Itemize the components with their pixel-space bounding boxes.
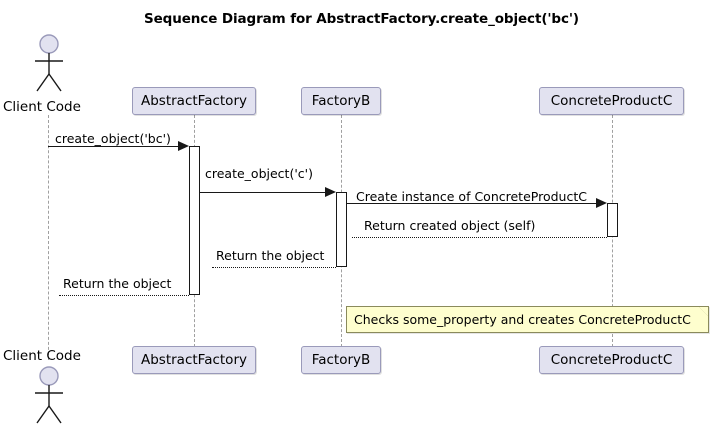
message-label-4: Return created object (self) [364, 218, 536, 233]
message-line-1 [48, 146, 178, 147]
participant-label-factoryb-bottom: FactoryB [311, 352, 371, 368]
participant-box-factoryb-bottom[interactable]: FactoryB [301, 346, 381, 374]
actor-label-client-bottom: Client Code [3, 348, 81, 364]
actor-icon [35, 366, 63, 424]
note-box-factoryb: Checks some_property and creates Concret… [346, 306, 709, 333]
participant-box-abstractfactory-top[interactable]: AbstractFactory [132, 87, 256, 115]
participant-label-concreteproductc-top: ConcreteProductC [550, 93, 673, 109]
participant-label-abstractfactory-top: AbstractFactory [141, 93, 247, 109]
participant-label-abstractfactory-bottom: AbstractFactory [141, 352, 247, 368]
actor-figure-client-bottom [28, 366, 70, 424]
actor-icon [35, 34, 63, 92]
message-arrowhead-1 [178, 141, 189, 151]
participant-label-concreteproductc-bottom: ConcreteProductC [550, 352, 673, 368]
participant-box-concreteproductc-top[interactable]: ConcreteProductC [539, 87, 684, 115]
message-line-4 [352, 237, 607, 238]
message-arrowhead-3 [596, 198, 607, 208]
message-line-2 [200, 192, 325, 193]
message-label-5: Return the object [216, 248, 325, 263]
actor-figure-client-top [28, 34, 70, 92]
message-label-3: Create instance of ConcreteProductC [356, 189, 587, 204]
message-label-2: create_object('c') [205, 166, 313, 181]
actor-label-client-top: Client Code [3, 99, 81, 115]
participant-label-factoryb-top: FactoryB [311, 93, 371, 109]
message-label-6: Return the object [63, 276, 172, 291]
activation-bar-abstractfactory [189, 146, 200, 295]
lifeline-client [48, 115, 49, 360]
message-line-5 [212, 267, 336, 268]
diagram-title: Sequence Diagram for AbstractFactory.cre… [143, 11, 579, 27]
message-arrowhead-2 [325, 187, 336, 197]
message-line-6 [59, 295, 189, 296]
note-fold-corner-inner [699, 307, 708, 316]
note-text: Checks some_property and creates Concret… [354, 312, 691, 327]
message-label-1: create_object('bc') [55, 131, 171, 146]
participant-box-concreteproductc-bottom[interactable]: ConcreteProductC [539, 346, 684, 374]
participant-box-factoryb-top[interactable]: FactoryB [301, 87, 381, 115]
activation-bar-factoryb [336, 192, 347, 267]
participant-box-abstractfactory-bottom[interactable]: AbstractFactory [132, 346, 256, 374]
message-line-3 [347, 203, 596, 204]
activation-bar-concreteproductc [607, 203, 618, 237]
